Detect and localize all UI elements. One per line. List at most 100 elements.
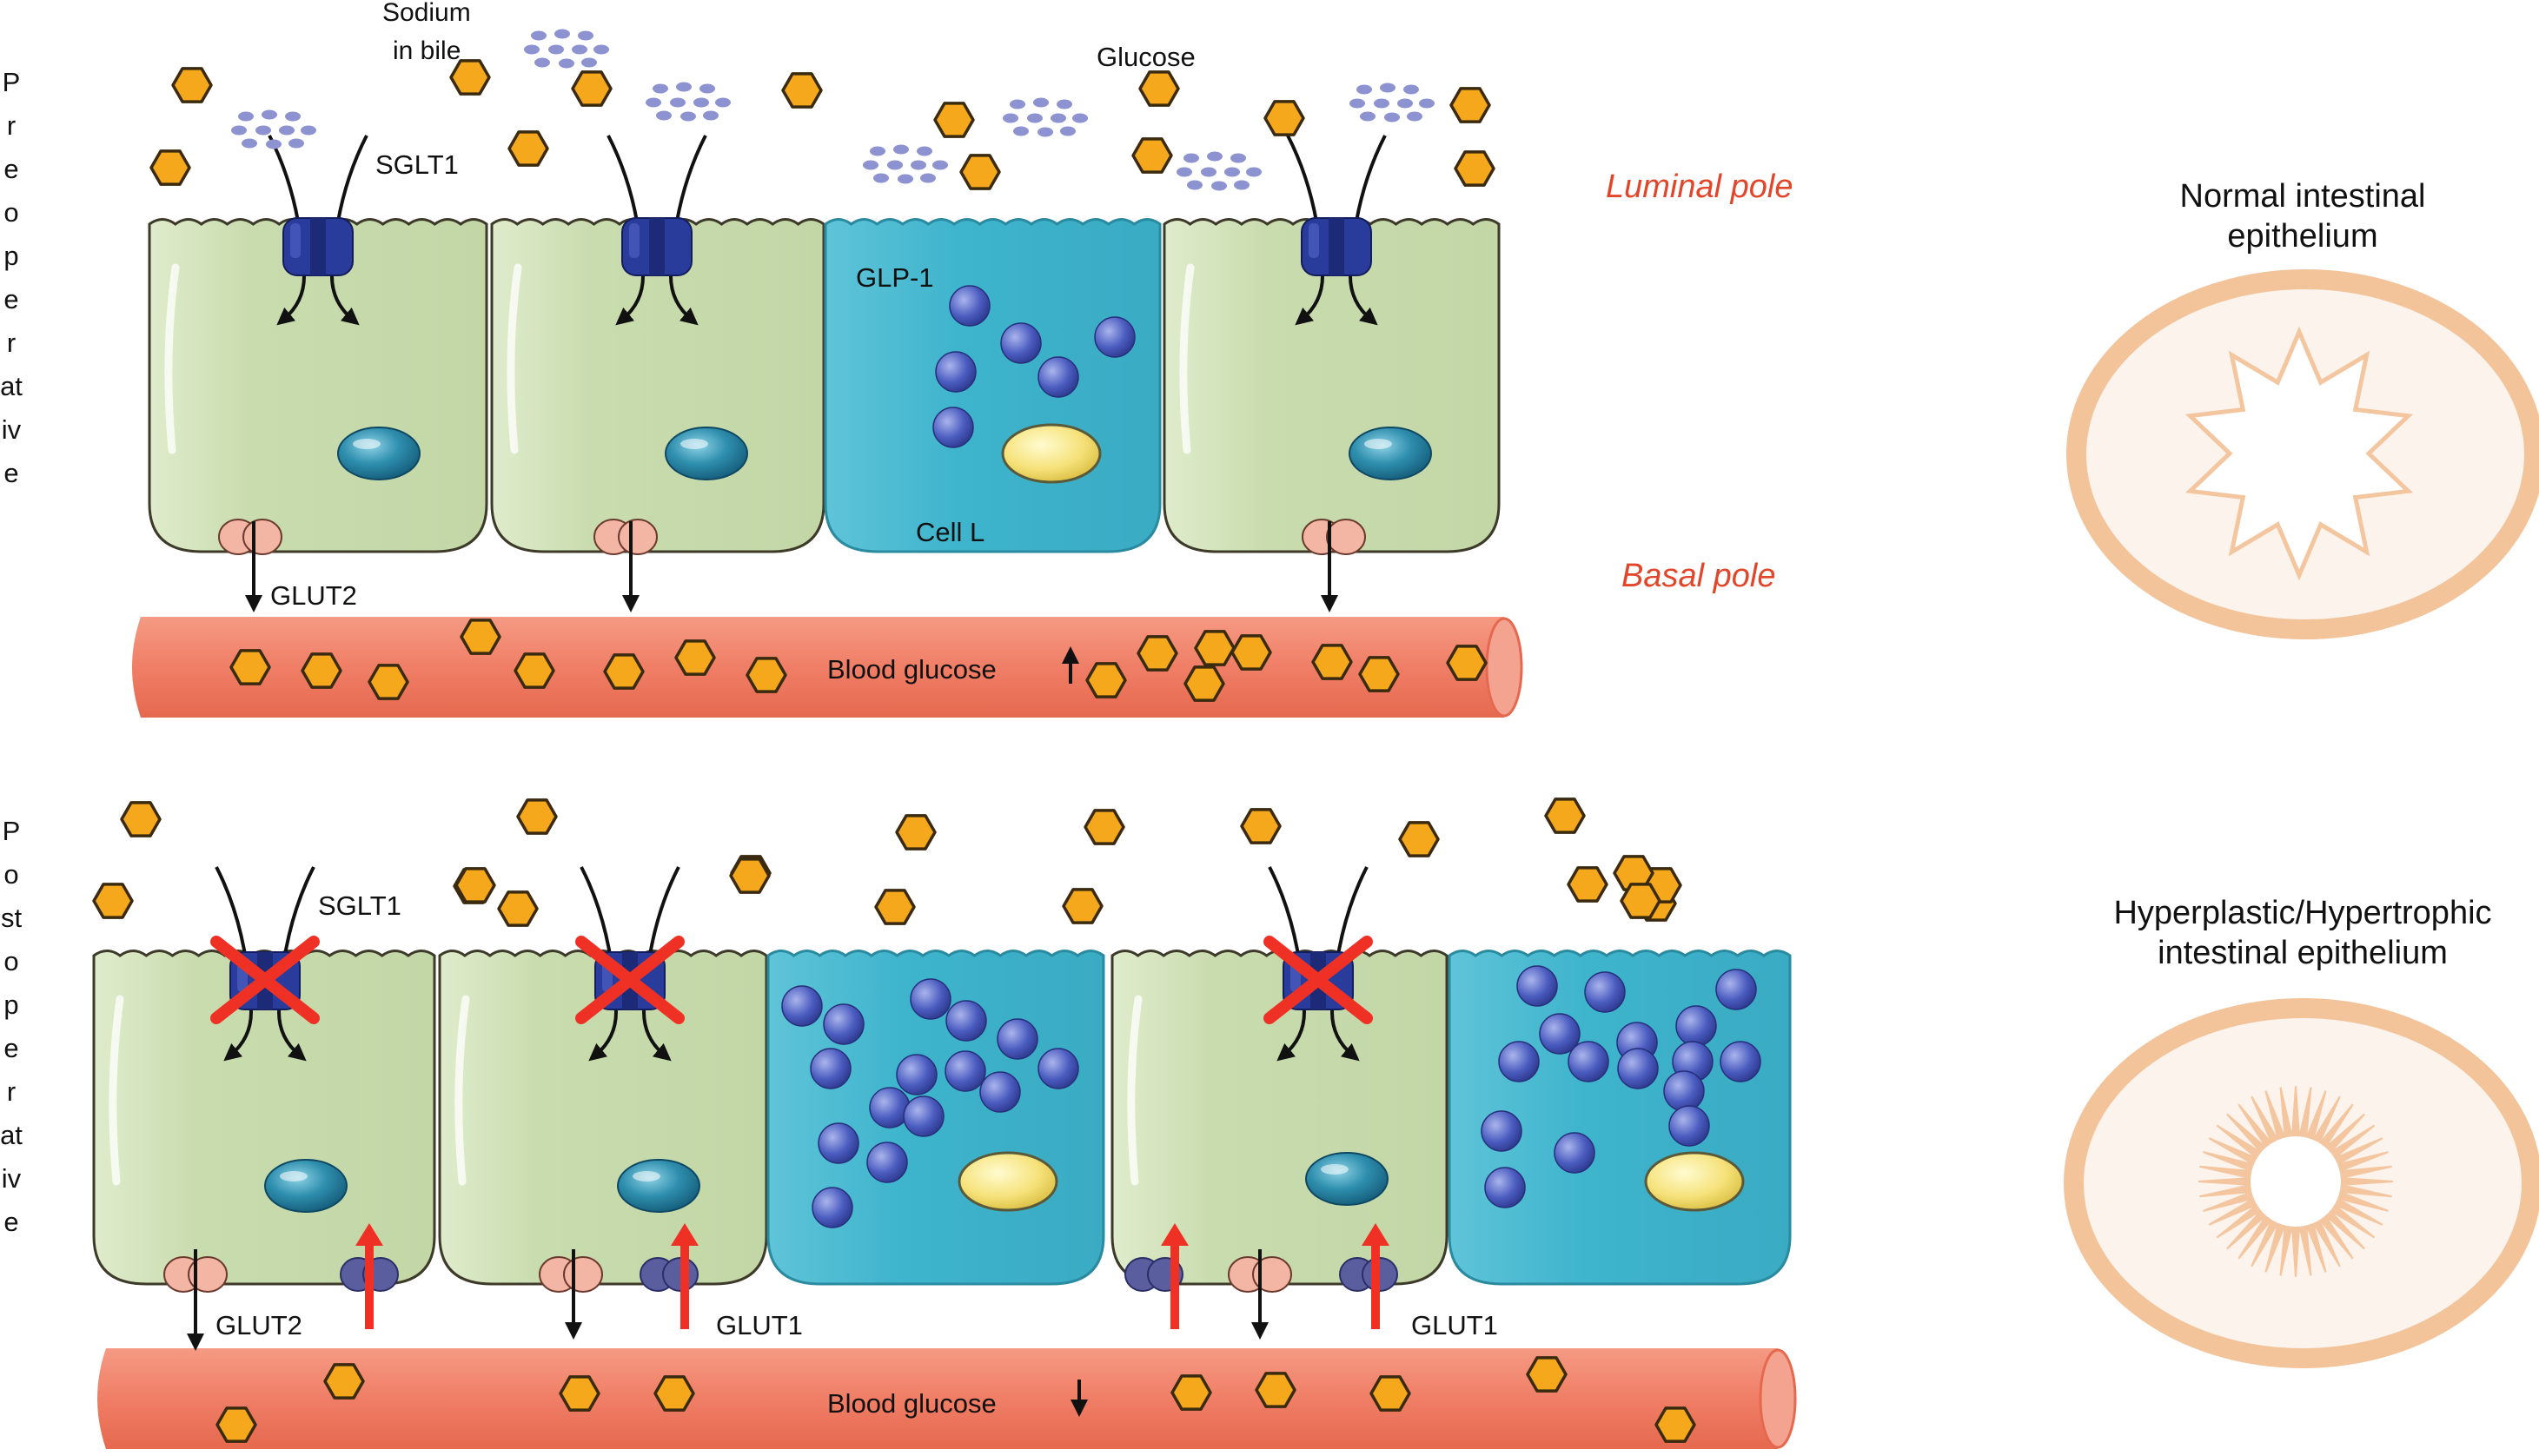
glp1-granule-icon — [1675, 1005, 1717, 1047]
sodium-dot-icon — [893, 144, 909, 155]
sodium-dot-icon — [1349, 98, 1365, 109]
glp1-granule-icon — [810, 1048, 852, 1089]
glucose-hexagon-icon — [1398, 821, 1440, 857]
sglt1-label-pre: SGLT1 — [375, 149, 459, 180]
sglt1-transporter-icon — [1301, 217, 1372, 276]
blood-vessel — [97, 1348, 1797, 1449]
sodium-dot-icon — [1246, 167, 1262, 177]
sodium-dot-icon — [911, 160, 926, 170]
side-label-postoperative: Postoperative — [0, 816, 23, 1237]
glucose-hexagon-icon — [1194, 630, 1236, 666]
glucose-hexagon-icon — [1084, 809, 1125, 845]
nucleus-icon — [617, 1159, 700, 1213]
glucose-hexagon-icon — [460, 619, 501, 655]
glp1-granule-icon — [932, 407, 974, 448]
glucose-hexagon-icon — [1137, 635, 1178, 672]
in-bile-label: in bile — [393, 36, 461, 65]
cell-highlight — [454, 995, 470, 1186]
glut2-lobe — [188, 1256, 228, 1293]
sodium-dot-icon — [262, 109, 277, 120]
sodium-dot-icon — [578, 30, 593, 41]
sodium-dot-icon — [1374, 98, 1389, 109]
red-up-arrow-icon — [355, 1223, 383, 1246]
sodium-dot-icon — [231, 125, 247, 136]
glp1-granule-icon — [866, 1142, 908, 1183]
glut2-transporter-icon — [593, 519, 658, 555]
glut2-lobe — [563, 1256, 603, 1293]
sodium-dot-icon — [1207, 151, 1223, 162]
glp1-granule-icon — [997, 1018, 1038, 1060]
glp1-granule-icon — [1568, 1041, 1609, 1082]
sodium-dot-icon — [1211, 181, 1227, 191]
sodium-dot-icon — [288, 138, 304, 149]
sodium-dot-icon — [863, 160, 878, 170]
secretory-body — [958, 1151, 1058, 1212]
glucose-hexagon-icon — [1131, 137, 1173, 174]
red-up-arrow-shaft — [365, 1242, 374, 1329]
glut2-lobe — [618, 519, 658, 555]
hyperplastic-epithelium-caption: Hyperplastic/Hypertrophic intestinal epi… — [2068, 893, 2537, 973]
cell-highlight — [1127, 995, 1143, 1186]
sodium-dot-icon — [680, 111, 696, 122]
glp1-granule-icon — [1663, 1070, 1705, 1112]
sodium-dot-icon — [1010, 99, 1025, 109]
nucleus-icon — [1305, 1152, 1389, 1206]
glucose-hexagon-icon — [1230, 634, 1272, 671]
sodium-dot-icon — [242, 138, 257, 149]
sodium-dot-icon — [524, 44, 540, 55]
glucose-hexagon-icon — [1255, 1372, 1296, 1408]
nucleus-icon — [337, 427, 421, 480]
glucose-hexagon-icon — [120, 801, 162, 837]
sodium-dot-icon — [581, 57, 597, 68]
red-up-arrow-shaft — [680, 1242, 689, 1329]
red-cross-stroke — [1263, 936, 1373, 1024]
sodium-dot-icon — [1183, 153, 1199, 163]
glucose-hexagon-icon — [1138, 70, 1180, 107]
glucose-hexagon-icon — [149, 149, 191, 186]
basal-pole-label: Basal pole — [1621, 558, 1776, 594]
glp1-granule-icon — [1000, 322, 1042, 364]
glucose-hexagon-icon — [449, 59, 491, 96]
glp1-granule-icon — [896, 1054, 938, 1095]
glucose-hexagon-icon — [1311, 644, 1353, 680]
glp1-granule-icon — [1554, 1132, 1595, 1174]
nucleus-highlight — [353, 439, 381, 449]
sodium-dot-icon — [255, 125, 271, 136]
normal-villi-star — [2184, 326, 2414, 581]
sglt1-shine — [1309, 223, 1319, 258]
glucose-hexagon-icon — [874, 889, 916, 925]
glp1-granule-icon — [1539, 1013, 1581, 1055]
glp1-granule-icon — [818, 1122, 859, 1164]
sglt1-label-post: SGLT1 — [318, 890, 401, 921]
cell-highlight — [507, 263, 522, 454]
red-cross-stroke — [210, 936, 320, 1024]
glucose-hexagon-icon — [1183, 665, 1225, 702]
glut2-transporter-icon — [1302, 519, 1366, 555]
glp1-granule-icon — [945, 1050, 986, 1092]
red-up-arrow-icon — [1362, 1223, 1389, 1246]
sodium-dot-icon — [1013, 126, 1029, 136]
glucose-hexagon-icon — [497, 890, 539, 927]
glucose-hexagon-icon — [1526, 1356, 1568, 1393]
glucose-hexagon-icon — [781, 72, 823, 109]
sodium-dot-icon — [1187, 180, 1203, 190]
glucose-hexagon-icon — [301, 652, 342, 689]
sodium-dot-icon — [656, 110, 672, 121]
glucose-hexagon-icon — [1620, 883, 1661, 919]
sodium-dot-icon — [1356, 84, 1372, 95]
sodium-dot-icon — [534, 57, 550, 68]
sodium-dot-icon — [898, 174, 913, 184]
glp1-granule-icon — [1037, 356, 1079, 398]
sodium-dot-icon — [1027, 113, 1043, 123]
enterocyte-cell — [1110, 950, 1448, 1286]
glut2-lobe — [242, 519, 282, 555]
sodium-dot-icon — [1407, 111, 1422, 122]
glucose-hexagon-icon — [603, 653, 645, 690]
glucose-hexagon-icon — [323, 1363, 365, 1400]
nucleus-highlight — [633, 1171, 660, 1181]
sodium-dot-icon — [1384, 112, 1400, 122]
sodium-dot-icon — [266, 139, 282, 149]
sglt1-transporter-icon — [621, 217, 693, 276]
cell-highlight — [164, 263, 180, 454]
